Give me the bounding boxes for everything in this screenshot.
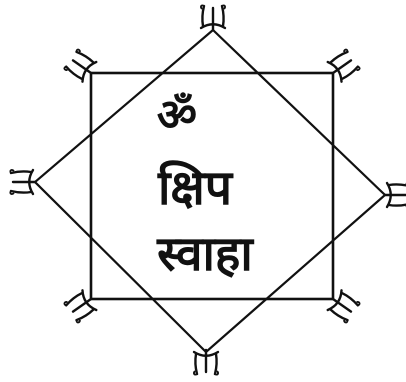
word-kshipa: क्षिप [157,160,234,216]
trident-bottom [194,350,218,375]
word-svaha: स्वाहा [156,226,254,282]
trident-right [385,183,406,207]
trident-top-right [326,49,360,83]
trident-top [201,5,225,30]
trident-top-left [64,49,98,83]
trident-left [10,170,35,194]
trident-bottom-left [64,289,98,323]
om-symbol: ॐ [157,90,197,141]
trident-bottom-right [326,289,360,323]
